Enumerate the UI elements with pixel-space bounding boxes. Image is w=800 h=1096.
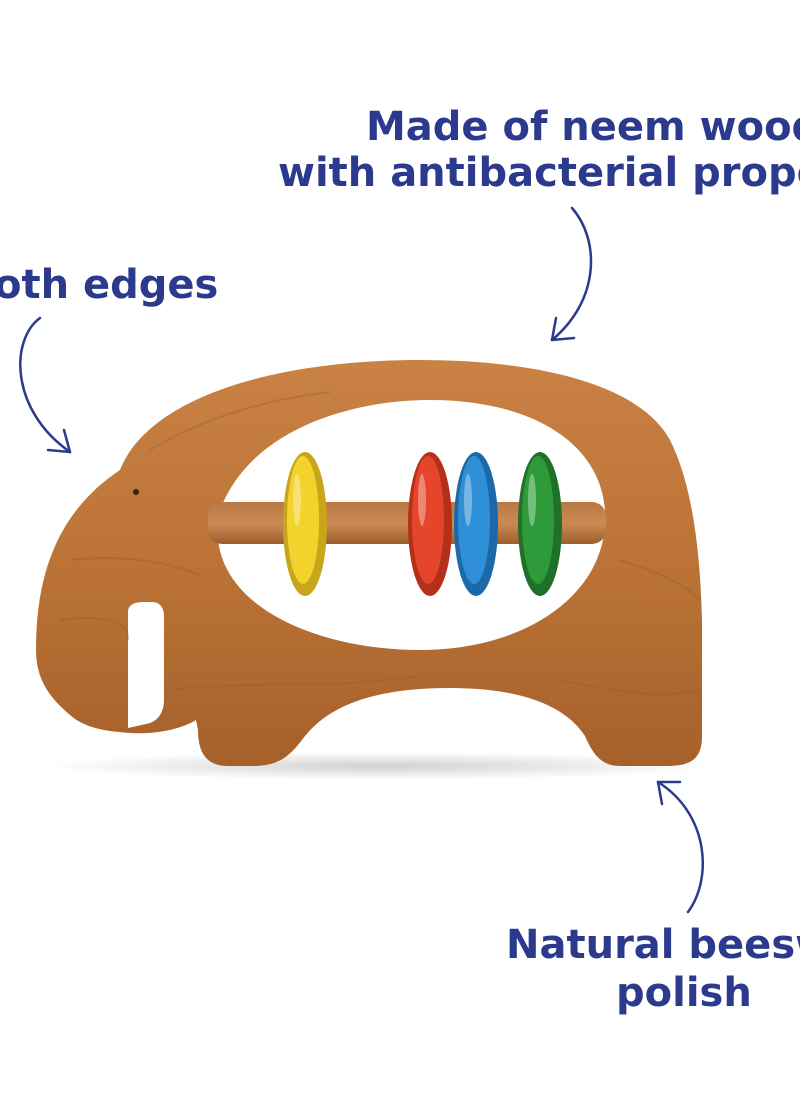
callout-neem-wood-line1: Made of neem wood (366, 104, 800, 150)
bead-blue (454, 452, 498, 596)
elephant-eye (133, 489, 139, 495)
callout-neem-wood-line2: with antibacterial proper (278, 150, 800, 196)
bead-group (283, 452, 562, 596)
arrow-polish-icon (656, 780, 705, 914)
bead-red (408, 452, 452, 596)
callout-smooth-edges: oth edges (0, 262, 219, 308)
bead-green (518, 452, 562, 596)
trunk-gap (128, 602, 164, 728)
arrows (19, 206, 705, 914)
arrow-wood-icon (550, 206, 593, 342)
bead-yellow (283, 452, 327, 596)
elephant-body (36, 360, 702, 766)
callout-beeswax-line1: Natural beesw (506, 922, 800, 968)
arrow-edges-icon (19, 316, 72, 454)
callout-beeswax-line2: polish (616, 970, 752, 1016)
wood-grain (59, 391, 701, 696)
